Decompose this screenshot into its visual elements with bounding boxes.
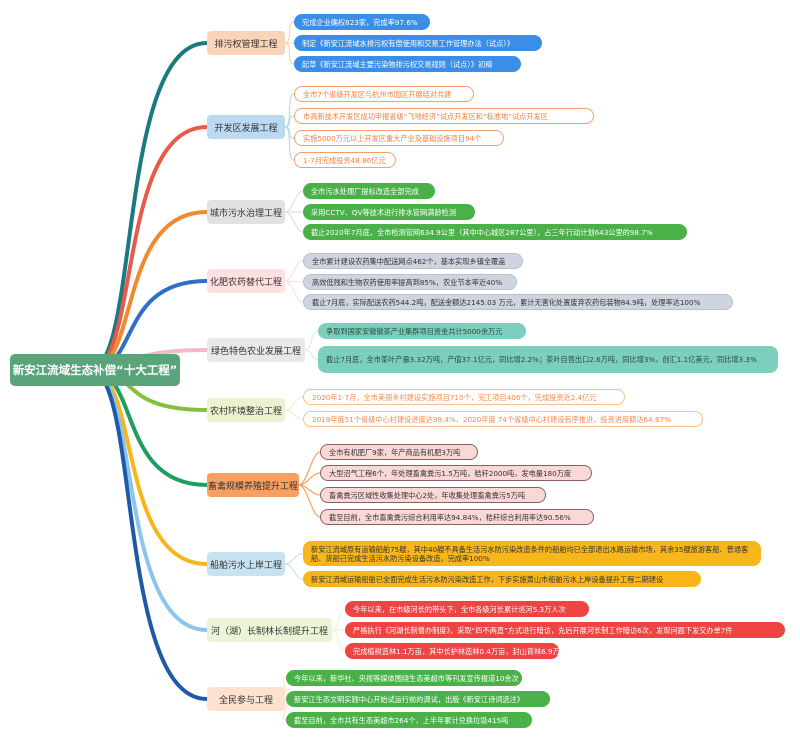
leaf-connector	[298, 451, 321, 486]
leaf-t6-2[interactable]: 2019年度51个省级中心村建设进度达99.4%，2020年度 74个省级中心村…	[303, 411, 703, 427]
leaf-t4-3[interactable]: 截止7月底，实际配送农药544.2吨，配送金额达2145.03 万元，累计无害化…	[303, 294, 733, 310]
leaf-t10-2[interactable]: 新安江生态文明实践中心开始试运行前的调试，出版《新安江诗词选注》	[286, 691, 550, 707]
leaf-t1-2[interactable]: 制定《新安江流域水排污权有偿使用和交易工作管理办法（试点）》	[294, 35, 542, 51]
topic-development-zone[interactable]: 开发区发展工程	[207, 115, 285, 139]
leaf-t3-1[interactable]: 全市污水处理厂提标改造全部完成	[303, 183, 435, 199]
leaf-t8-1[interactable]: 新安江流域原有运输船舶75艘，其中40艘不具备生活污水防污染改造条件的船舶均已全…	[303, 541, 761, 566]
topic-public-participation[interactable]: 全民参与工程	[207, 687, 285, 711]
leaf-t7-3[interactable]: 畜禽粪污区域性收集处理中心2处，年收集处理畜禽粪污5万吨	[320, 487, 546, 503]
leaf-connector	[284, 42, 295, 65]
topic-urban-sewage[interactable]: 城市污水治理工程	[207, 200, 285, 224]
leaf-t2-4[interactable]: 1-7月完成投资48.86亿元	[294, 152, 396, 168]
branch-line	[88, 368, 209, 701]
leaf-t2-3[interactable]: 实施5000万元以上开发区重大产业及基础设施项目94个	[294, 130, 504, 146]
leaf-t5-2[interactable]: 截止7月底，全市茶叶产量3.32万吨，产值37.1亿元，同比增2.2%；茶叶自营…	[318, 346, 778, 373]
leaf-t10-1[interactable]: 今年以来，新华社、央视等媒体围绕生态美超市等刊发宣传报道10余次	[286, 670, 522, 686]
leaf-t3-3[interactable]: 截止2020年7月底，全市检测管网634.9公里（其中中心城区287公里），占三…	[303, 224, 687, 240]
leaf-connector	[331, 608, 346, 631]
topic-ship-sewage[interactable]: 船舶污水上岸工程	[207, 552, 285, 576]
topic-fertilizer-pesticide[interactable]: 化肥农药替代工程	[207, 269, 285, 293]
leaf-t9-3[interactable]: 完成植树造林1.1万亩，其中长护林造林0.4万亩，封山育林6.9万亩	[345, 643, 559, 659]
leaf-t1-3[interactable]: 起草《新安江流域主要污染物排污权交易规则（试点）》初稿	[294, 56, 521, 72]
leaf-connector	[284, 280, 304, 303]
leaf-connector	[304, 330, 319, 351]
topic-river-forest-chief[interactable]: 河（湖）长制林长制提升工程	[207, 618, 332, 642]
leaf-connector	[298, 484, 321, 518]
leaf-connector	[284, 93, 295, 128]
leaf-connector	[304, 349, 319, 361]
leaf-t9-2[interactable]: 严格执行《河湖长制督办制度》，采取“四不两直”方式进行暗访，先后开展河长制工作暗…	[345, 622, 785, 638]
topic-pollution-rights[interactable]: 排污权管理工程	[207, 31, 285, 55]
leaf-t7-2[interactable]: 大型沼气工程6个，年处理畜禽粪污1.5万吨，秸秆2000吨，发电量180万度	[320, 465, 592, 481]
branch-line	[88, 41, 209, 372]
leaf-connector	[331, 629, 346, 652]
leaf-t3-2[interactable]: 采用CCTV、QV等技术进行排水管网满龄检测	[303, 204, 475, 220]
leaf-connector	[284, 563, 304, 580]
leaf-t6-1[interactable]: 2020年1-7月，全市美丽乡村建设实施项目710个，完工项目406个，完成投资…	[303, 389, 625, 405]
leaf-connector	[284, 211, 304, 233]
topic-rural-environment[interactable]: 农村环境整治工程	[207, 398, 285, 422]
leaf-t2-2[interactable]: 市高新技术开发区成功申报省级“飞地经济”试点开发区和“标准地”试点开发区	[294, 108, 594, 124]
leaf-t10-3[interactable]: 截至目前，全市共有生态美超市264个，上半年累计兑换垃圾415吨	[286, 712, 532, 728]
leaf-t8-2[interactable]: 新安江流域运输船舶已全面完成生活污水防污染改造工作，下步实施黄山市船舶污水上岸设…	[303, 571, 701, 587]
leaf-connector	[284, 396, 304, 411]
leaf-t2-1[interactable]: 全市7个省级开发区与杭州市园区开展结对共建	[294, 86, 474, 102]
leaf-t7-4[interactable]: 截至目前，全市畜禽粪污综合利用率达94.84%，秸秆综合利用率达90.56%	[320, 509, 594, 525]
leaf-connector	[284, 21, 295, 44]
leaf-connector	[284, 190, 304, 213]
leaf-connector	[284, 552, 304, 565]
leaf-t4-2[interactable]: 高效低残和生物农药使用率提高到85%，农业节本率近40%	[303, 274, 517, 290]
leaf-connector	[284, 409, 304, 420]
root-node[interactable]: 新安江流域生态补偿“十大工程”	[10, 354, 180, 386]
leaf-t4-1[interactable]: 全市累计建设农药集中配送网点462个，基本实现乡镇全覆盖	[303, 253, 523, 269]
leaf-connector	[284, 260, 304, 282]
leaf-t5-1[interactable]: 争取到国家安徽徽茶产业集群项目资金共计5000余万元	[318, 323, 526, 339]
leaf-t9-1[interactable]: 今年以来，在市级河长的带头下，全市各级河长累计巡河5.3万人次	[345, 601, 589, 617]
topic-green-agriculture[interactable]: 绿色特色农业发展工程	[207, 338, 305, 362]
leaf-t1-1[interactable]: 完成企业确权823家，完成率97.6%	[294, 14, 430, 30]
leaf-connector	[284, 126, 295, 161]
topic-livestock-breeding[interactable]: 畜禽规模养殖提升工程	[207, 473, 299, 497]
leaf-t7-1[interactable]: 全市有机肥厂9家，年产商品有机肥3万吨	[320, 444, 478, 460]
